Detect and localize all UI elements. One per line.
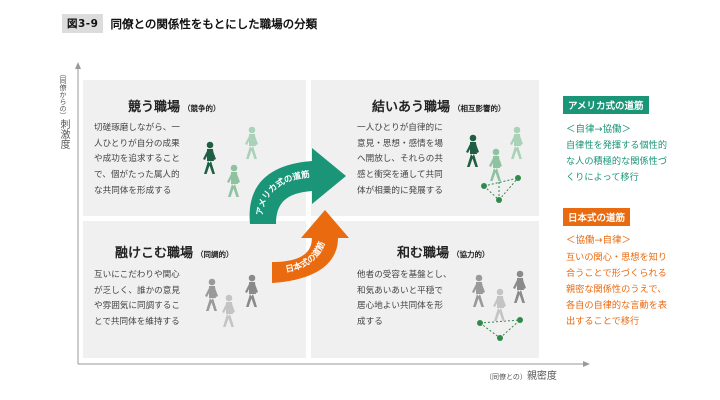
network-node-icon [481, 175, 521, 203]
figure-title: 同僚との関係性をもとにした職場の分類 [110, 16, 318, 31]
x-axis-label: （同僚との）親密度 [485, 367, 557, 382]
japanese-route-path: ＜協働→自律＞ [566, 235, 631, 246]
quadrant-title-competing: 競う職場（競争的） [128, 96, 221, 115]
quadrant-body-conforming: 互いにこだわりや関心 が乏しく、誰かの意見 や雰囲気に同調するこ とで共同体を維… [94, 270, 180, 328]
y-axis-name: 刺激度 [58, 119, 69, 149]
quadrant-title-text: 結いあう職場 [372, 100, 451, 115]
network-node-icon [477, 317, 523, 341]
japanese-route-box: 日本式の道筋 [563, 208, 631, 226]
quadrant-title-harmonious: 和む職場（協力的） [397, 242, 490, 261]
american-route-box: アメリカ式の道筋 [563, 96, 649, 114]
quadrant-title-conforming: 融けこむ職場（同調的） [115, 242, 234, 261]
quadrant-body-competing: 切磋琢磨しながら、一 人ひとりが自分の成果 や成功を追求すること で、個がたった… [94, 123, 180, 196]
quadrant-subtitle: （相互影響的） [453, 104, 506, 113]
japanese-route-arrow: 日本式の道筋 [272, 210, 349, 283]
american-route-path: ＜自律→協働＞ [566, 124, 631, 135]
quadrant-title-text: 和む職場 [397, 246, 450, 261]
figure-header: 図3-9 同僚との関係性をもとにした職場の分類 [62, 14, 317, 33]
quadrant-top-right [311, 80, 539, 216]
quadrant-body-harmonious: 他者の受容を基盤とし、 和気あいあいと平穏で 居心地よい共同体を形 成する [357, 270, 452, 328]
y-axis-label: （同僚からの）刺激度 [56, 70, 70, 149]
quadrant-body-mutual: 一人ひとりが自律的に 意見・思想・感情を場 へ開放し、それらの共 感と衝突を通し… [357, 123, 443, 196]
x-axis-prefix: （同僚との） [485, 373, 527, 381]
quadrant-title-text: 融けこむ職場 [115, 246, 194, 261]
american-route-description: 自律性を発揮する個性的 な人の積極的な関係性づ くりによって移行 [566, 140, 668, 183]
quadrant-title-mutual: 結いあう職場（相互影響的） [372, 96, 506, 115]
x-axis-name: 親密度 [526, 371, 557, 382]
american-route-arrow: アメリカ式の道筋 [249, 148, 346, 224]
japanese-route-description: 互いの関心・思想を知り 合うことで形づくられる 親密な関係性のうえで、 各自の自… [566, 252, 668, 327]
quadrant-title-text: 競う職場 [128, 100, 181, 115]
network-lines [479, 319, 521, 339]
quadrant-subtitle: （競争的） [183, 104, 221, 113]
quadrant-subtitle: （同調的） [196, 250, 234, 259]
y-axis-prefix: （同僚からの） [59, 70, 67, 119]
quadrant-subtitle: （協力的） [452, 250, 490, 259]
figure-number: 図3-9 [62, 14, 104, 33]
quadrant-bottom-left [83, 221, 306, 358]
